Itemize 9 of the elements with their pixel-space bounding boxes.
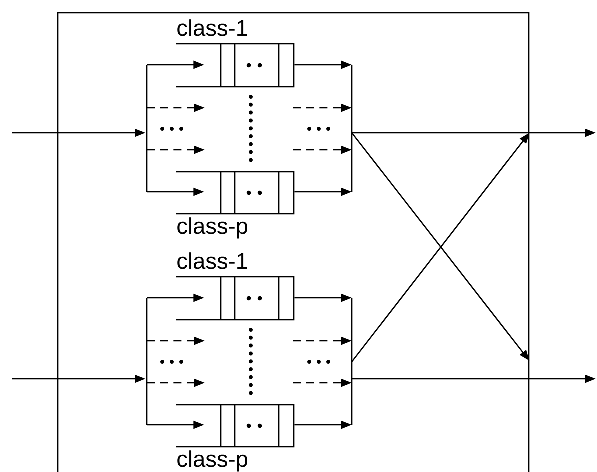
frame xyxy=(57,12,530,472)
queue xyxy=(176,404,295,472)
queue xyxy=(176,252,295,321)
queue xyxy=(176,171,295,239)
queue-label: class-p xyxy=(178,218,248,239)
queue-label: class-p xyxy=(178,450,248,472)
queue xyxy=(176,20,295,88)
queue-label: class-1 xyxy=(178,20,248,36)
queue-label: class-1 xyxy=(178,252,248,270)
